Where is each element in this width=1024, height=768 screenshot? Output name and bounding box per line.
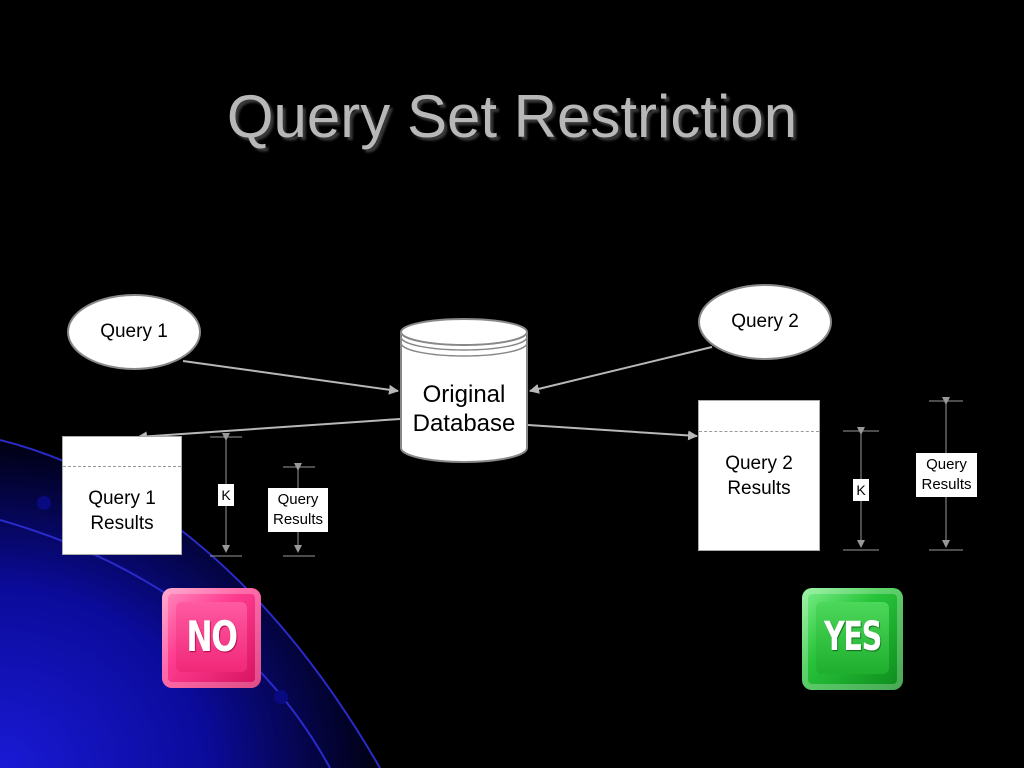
dashed-divider	[63, 466, 181, 467]
query1-results-line2: Results	[90, 513, 154, 534]
arrow-query1-to-db	[182, 360, 399, 395]
decor-dot	[274, 690, 288, 704]
query2-results-line2: Results	[727, 478, 791, 499]
k-label-left: K	[218, 484, 234, 506]
arrow-db-to-result1	[137, 418, 401, 442]
no-button-label: NO	[186, 612, 238, 661]
database-label-line1: Original	[422, 381, 506, 408]
yes-button: YES	[802, 588, 903, 690]
query2-results-label: Query 2 Results	[698, 451, 820, 501]
query1-results-label: Query 1 Results	[62, 486, 182, 536]
query2-label: Query 2	[731, 311, 799, 332]
query-results-label-left: Query Results	[268, 488, 328, 532]
arrow-query2-to-db	[529, 346, 713, 394]
query2-results-box	[698, 400, 820, 551]
page-title: Query Set Restriction	[226, 83, 798, 150]
no-button: NO	[162, 588, 261, 688]
yes-button-face	[816, 602, 889, 674]
arrow-db-to-result2	[527, 424, 698, 441]
query1-label: Query 1	[100, 321, 168, 342]
query1-results-box	[62, 436, 182, 555]
query2-ellipse	[698, 284, 832, 360]
query2-results-line1: Query 2	[725, 453, 793, 474]
decor-dot	[37, 496, 51, 510]
dashed-divider	[699, 431, 819, 432]
query-results-label-right: Query Results	[916, 453, 977, 497]
yes-button-label: YES	[824, 614, 882, 660]
query1-results-line1: Query 1	[88, 488, 156, 509]
k-label-right: K	[853, 479, 869, 501]
database-icon	[400, 318, 528, 463]
database-label-line2: Database	[412, 409, 516, 437]
no-button-face	[176, 602, 247, 672]
query1-ellipse	[67, 294, 201, 370]
database-label: Original Database	[400, 381, 528, 439]
